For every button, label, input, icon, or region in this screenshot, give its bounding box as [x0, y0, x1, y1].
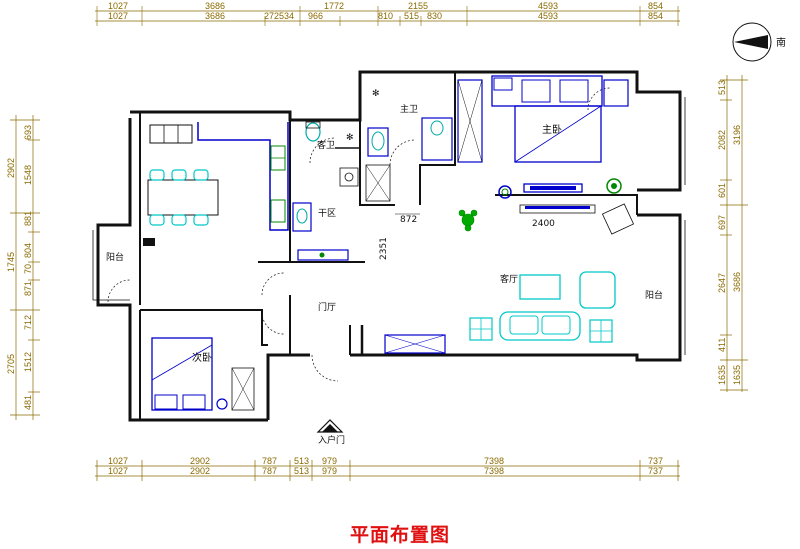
dim-label: 966	[308, 11, 323, 21]
dim-label: 1772	[324, 1, 344, 11]
balcony-outlines	[92, 97, 686, 355]
room-label-guest-bath: 客卫	[317, 139, 335, 151]
right-dimensions	[720, 75, 748, 392]
svg-text:✻: ✻	[346, 133, 354, 143]
dim-label: 2082	[717, 130, 727, 150]
dim-label: 1027	[108, 456, 128, 466]
dim-label: 411	[717, 338, 727, 352]
dim-label: 1027	[108, 11, 128, 21]
annotation-2351: 2351	[379, 237, 389, 260]
dim-label: 481	[23, 395, 33, 410]
dim-label: 854	[648, 11, 663, 21]
left-dimensions	[10, 115, 40, 420]
room-label-master-bedroom: 主卧	[542, 123, 562, 136]
north-label: 南	[776, 36, 786, 49]
dim-label: 3686	[205, 1, 225, 11]
left-dim-labels: 2902 1745 2705 693 1548 881 804 70 871 7…	[6, 125, 33, 410]
bottom-dim-labels-row1: 1027 2902 787 513 979 7398 737	[108, 456, 663, 466]
room-label-foyer: 门厅	[318, 301, 336, 313]
dim-label: 1548	[23, 165, 33, 185]
dim-label: 804	[23, 243, 33, 258]
living-room: 客厅 阳台	[458, 203, 663, 343]
dim-label: 4593	[538, 1, 558, 11]
dim-label: 2155	[408, 1, 428, 11]
north-arrow-icon: 南	[732, 22, 786, 62]
dim-label: 1635	[717, 365, 727, 385]
second-bedroom: 次卧	[151, 337, 255, 411]
dim-label: 7398	[484, 466, 504, 476]
entrance-label: 入户门	[318, 434, 345, 446]
top-dimensions	[95, 6, 680, 26]
dim-label: 737	[648, 456, 663, 466]
dim-label: 854	[648, 1, 663, 11]
dim-label: 787	[262, 466, 277, 476]
room-label-balcony-left: 阳台	[106, 251, 124, 263]
guest-bath: 客卫 ✻	[305, 121, 359, 187]
dim-label: 2902	[190, 466, 210, 476]
dim-label: 2902	[190, 456, 210, 466]
annotation-872: 872	[400, 215, 417, 225]
dim-label: 272534	[264, 11, 294, 21]
dim-label: 513	[294, 456, 309, 466]
foyer: 门厅	[318, 301, 446, 355]
dining-area	[143, 122, 289, 246]
door-swings	[107, 87, 611, 382]
dim-label: 70	[23, 264, 33, 274]
dim-label: 737	[648, 466, 663, 476]
dim-label: 515	[404, 11, 419, 21]
dim-label: 697	[717, 215, 727, 230]
room-label-balcony-right: 阳台	[645, 289, 663, 301]
room-label-main-bath: 主卫	[400, 103, 418, 115]
dim-label: 979	[322, 456, 337, 466]
top-dim-labels-row2: 1027 3686 272534 966 810 515 830 4593 85…	[108, 11, 663, 21]
dim-label: 1635	[732, 365, 742, 385]
dim-label: 1512	[23, 352, 33, 372]
dim-label: 830	[427, 11, 442, 21]
dim-label: 601	[717, 183, 727, 198]
dim-label: 881	[23, 211, 33, 226]
bottom-dimensions	[95, 460, 680, 481]
top-dim-labels-row1: 1027 3686 1772 2155 4593 854	[108, 1, 663, 11]
dim-label: 712	[23, 315, 33, 330]
dim-label: 1745	[6, 252, 16, 272]
entrance-marker: 入户门	[316, 419, 345, 446]
master-bedroom: 主卧 2400 872	[395, 75, 629, 229]
dim-label: 810	[378, 11, 393, 21]
main-bath: ✻ 主卫	[365, 79, 483, 202]
dim-label: 4593	[538, 11, 558, 21]
dim-label: 3686	[205, 11, 225, 21]
dim-label: 693	[23, 125, 33, 140]
dim-label: 2647	[717, 273, 727, 293]
dim-label: 3686	[732, 272, 742, 292]
annotation-2400: 2400	[532, 219, 555, 229]
dim-label: 787	[262, 456, 277, 466]
walls	[96, 70, 682, 422]
page-title: 平面布置图	[349, 524, 450, 546]
dim-label: 513	[717, 80, 727, 95]
dim-label: 513	[294, 466, 309, 476]
dim-label: 3196	[732, 125, 742, 145]
room-label-second-bedroom: 次卧	[192, 351, 212, 364]
room-label-living-room: 客厅	[500, 273, 518, 285]
dim-label: 2902	[6, 158, 16, 178]
svg-text:✻: ✻	[372, 89, 380, 99]
dim-label: 7398	[484, 456, 504, 466]
dry-zone: 干区 2351	[292, 202, 389, 261]
room-label-dry-zone: 干区	[318, 208, 336, 219]
right-dim-labels: 3196 3686 1635 513 2082 601 697 2647 411…	[717, 80, 742, 385]
dim-label: 1027	[108, 1, 128, 11]
bottom-dim-labels-row2: 1027 2902 787 513 979 7398 737	[108, 466, 663, 476]
dim-label: 979	[322, 466, 337, 476]
dim-label: 2705	[6, 354, 16, 374]
dim-label: 871	[23, 281, 33, 296]
dim-label: 1027	[108, 466, 128, 476]
